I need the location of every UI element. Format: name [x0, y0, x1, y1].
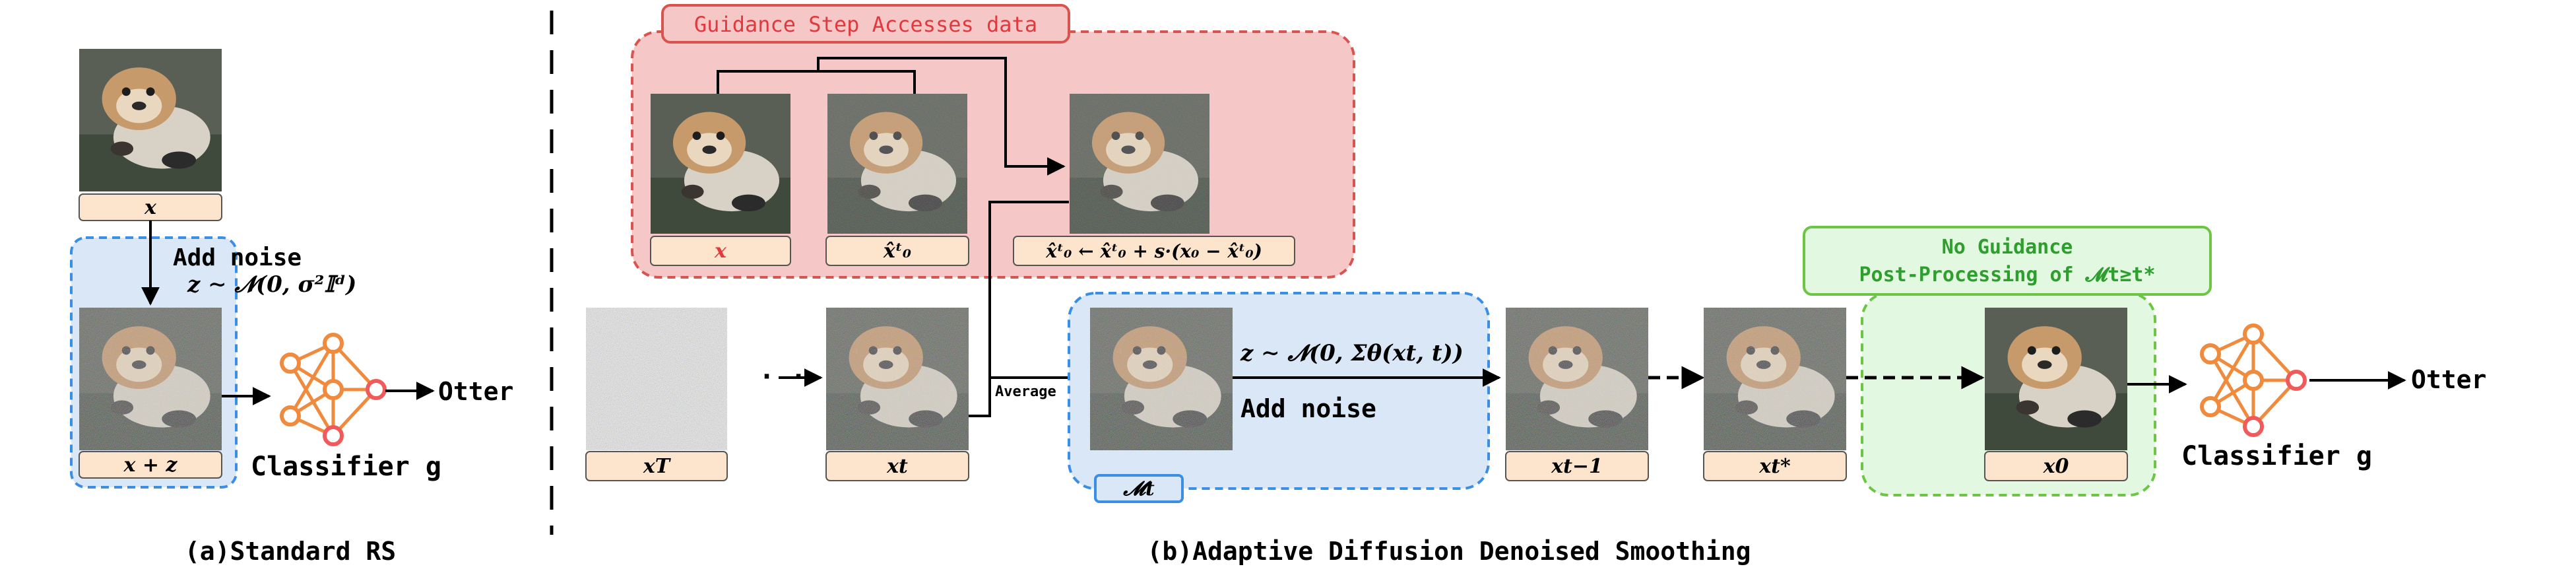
- label-update: x̂ᵗ₀ ← x̂ᵗ₀ + s·(x₀ − x̂ᵗ₀): [1045, 240, 1262, 262]
- otter-image-noisy-a: [79, 308, 222, 450]
- otter-image-xtstar: [1704, 308, 1846, 450]
- caption-b: (b)Adaptive Diffusion Denoised Smoothing: [1147, 537, 1751, 566]
- neural-network-icon-b: [2200, 324, 2307, 437]
- label-box-xt: [825, 451, 969, 481]
- noise-formula-b: z ∼ 𝓝(0, Σθ(xt, t)): [1240, 340, 1464, 366]
- mt-label: 𝓜t: [1122, 477, 1155, 500]
- otter-image-clean-a: [79, 49, 222, 191]
- label-xt: xt: [886, 455, 908, 478]
- otter-image-updated: [1070, 94, 1209, 234]
- label-x0hat: x̂ᵗ₀: [883, 240, 911, 263]
- classifier-label-a: Classifier g: [251, 452, 441, 482]
- neural-network-icon-a: [280, 333, 387, 446]
- caption-a: (a)Standard RS: [185, 537, 396, 566]
- guidance-title-box: [661, 4, 1070, 44]
- otter-image-x0hat: [827, 94, 967, 234]
- label-box-update: [1013, 236, 1295, 266]
- label-box-x-guidance: [650, 236, 791, 266]
- noise-image-xT: [586, 308, 727, 450]
- label-xtstar: xt*: [1758, 455, 1791, 478]
- guidance-title: Guidance Step Accesses data: [694, 12, 1037, 37]
- otter-image-xt: [826, 308, 969, 450]
- label-box-xT: [585, 451, 728, 481]
- output-label-b: Otter: [2411, 365, 2486, 394]
- mt-label-box: [1094, 474, 1184, 503]
- label-box-xz-a: [79, 451, 222, 479]
- label-xt-minus-1: xt−1: [1551, 455, 1603, 478]
- add-noise-title-b: Add noise: [1240, 394, 1376, 423]
- label-x-a: x: [144, 196, 157, 219]
- label-xz-a: x + z: [123, 454, 178, 477]
- otter-image-clean-guidance: [651, 94, 790, 234]
- otter-image-x0: [1985, 308, 2127, 450]
- no-guidance-title-box: [1803, 226, 2212, 296]
- label-box-xtstar: [1703, 451, 1847, 481]
- label-xT: xT: [643, 455, 672, 478]
- no-guidance-subtitle: Post-Processing of 𝓜t≥t*: [1859, 263, 2155, 287]
- label-box-xt-minus-1: [1505, 451, 1649, 481]
- add-noise-title-a: Add noise: [173, 244, 302, 271]
- otter-image-mt: [1090, 308, 1233, 450]
- classifier-label-b: Classifier g: [2181, 441, 2372, 471]
- noise-formula-a: z ∼ 𝓝(0, σ²𝕀ᵈ): [187, 271, 356, 298]
- panel-b: Guidance Step Accesses data x x̂ᵗ₀ x̂ᵗ₀ …: [585, 4, 2486, 566]
- average-label: Average: [995, 384, 1056, 400]
- label-x0: x0: [2043, 455, 2069, 478]
- label-box-x0hat: [825, 236, 969, 266]
- otter-image-xt-minus-1: [1506, 308, 1648, 450]
- label-x-guidance: x: [714, 240, 727, 263]
- panel-a: x Add noise z ∼ 𝓝(0, σ²𝕀ᵈ) x + z: [70, 49, 513, 566]
- connector-x-to-update: [717, 70, 916, 94]
- no-guidance-title: No Guidance: [1942, 236, 2073, 259]
- connector-bracket-to-update: [817, 57, 1066, 176]
- connector-xt-to-guidance: [969, 201, 1069, 417]
- output-label-a: Otter: [438, 377, 513, 406]
- label-box-x0: [1984, 451, 2128, 481]
